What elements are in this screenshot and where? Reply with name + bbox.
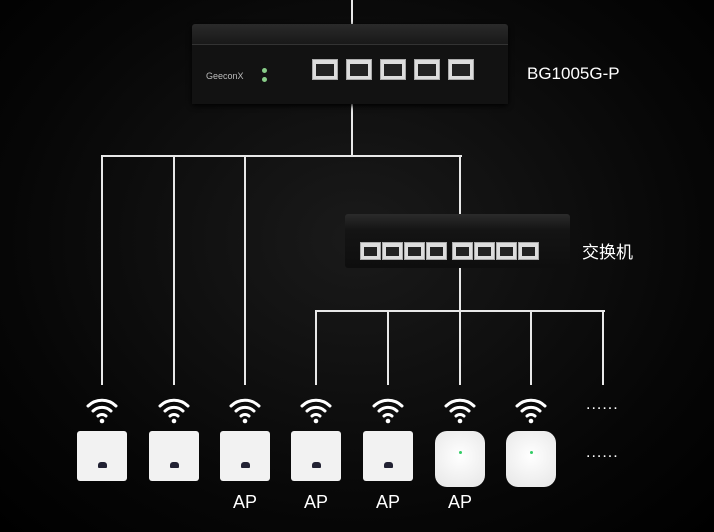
wifi-icon bbox=[157, 396, 191, 424]
wifi-icon bbox=[85, 396, 119, 424]
ethernet-port bbox=[414, 59, 440, 80]
access-point-device bbox=[435, 431, 485, 487]
ethernet-port bbox=[474, 242, 495, 260]
router-brand: GeeconX bbox=[206, 71, 244, 81]
router-model-label: BG1005G-P bbox=[527, 64, 620, 83]
uplink-line bbox=[351, 0, 353, 24]
access-point-device bbox=[77, 431, 127, 481]
router-bus-line bbox=[101, 155, 462, 157]
drop-line bbox=[244, 155, 246, 385]
wifi-icon bbox=[443, 396, 477, 424]
wifi-icon bbox=[371, 396, 405, 424]
access-point-device bbox=[291, 431, 341, 481]
drop-line bbox=[459, 310, 461, 385]
drop-line bbox=[387, 310, 389, 385]
more-indicator: ...... bbox=[586, 396, 619, 413]
more-indicator: ...... bbox=[586, 444, 619, 461]
status-led bbox=[262, 77, 267, 82]
ethernet-port bbox=[360, 242, 381, 260]
switch-uplink-line bbox=[459, 155, 461, 215]
ethernet-port bbox=[404, 242, 425, 260]
ethernet-port bbox=[426, 242, 447, 260]
drop-line bbox=[602, 310, 604, 385]
ethernet-port bbox=[518, 242, 539, 260]
ethernet-port bbox=[496, 242, 517, 260]
drop-line bbox=[315, 310, 317, 385]
ap-label: AP bbox=[232, 492, 257, 512]
router-down-line bbox=[351, 104, 353, 156]
access-point-device bbox=[363, 431, 413, 481]
ethernet-port bbox=[346, 59, 372, 80]
router-device: GeeconX bbox=[192, 24, 508, 104]
access-point-device bbox=[149, 431, 199, 481]
access-point-device bbox=[220, 431, 270, 481]
status-led bbox=[262, 68, 267, 73]
ethernet-port bbox=[452, 242, 473, 260]
ethernet-port bbox=[312, 59, 338, 80]
drop-line bbox=[530, 310, 532, 385]
drop-line bbox=[173, 155, 175, 385]
switch-label: 交换机 bbox=[582, 243, 633, 262]
drop-line bbox=[101, 155, 103, 385]
wifi-icon bbox=[299, 396, 333, 424]
ap-label: AP bbox=[375, 492, 400, 512]
wifi-icon bbox=[514, 396, 548, 424]
ap-label: AP bbox=[447, 492, 472, 512]
switch-down-line bbox=[459, 268, 461, 311]
ethernet-port bbox=[448, 59, 474, 80]
switch-device bbox=[345, 214, 570, 268]
ap-label: AP bbox=[303, 492, 328, 512]
ethernet-port bbox=[382, 242, 403, 260]
wifi-icon bbox=[228, 396, 262, 424]
ethernet-port bbox=[380, 59, 406, 80]
access-point-device bbox=[506, 431, 556, 487]
